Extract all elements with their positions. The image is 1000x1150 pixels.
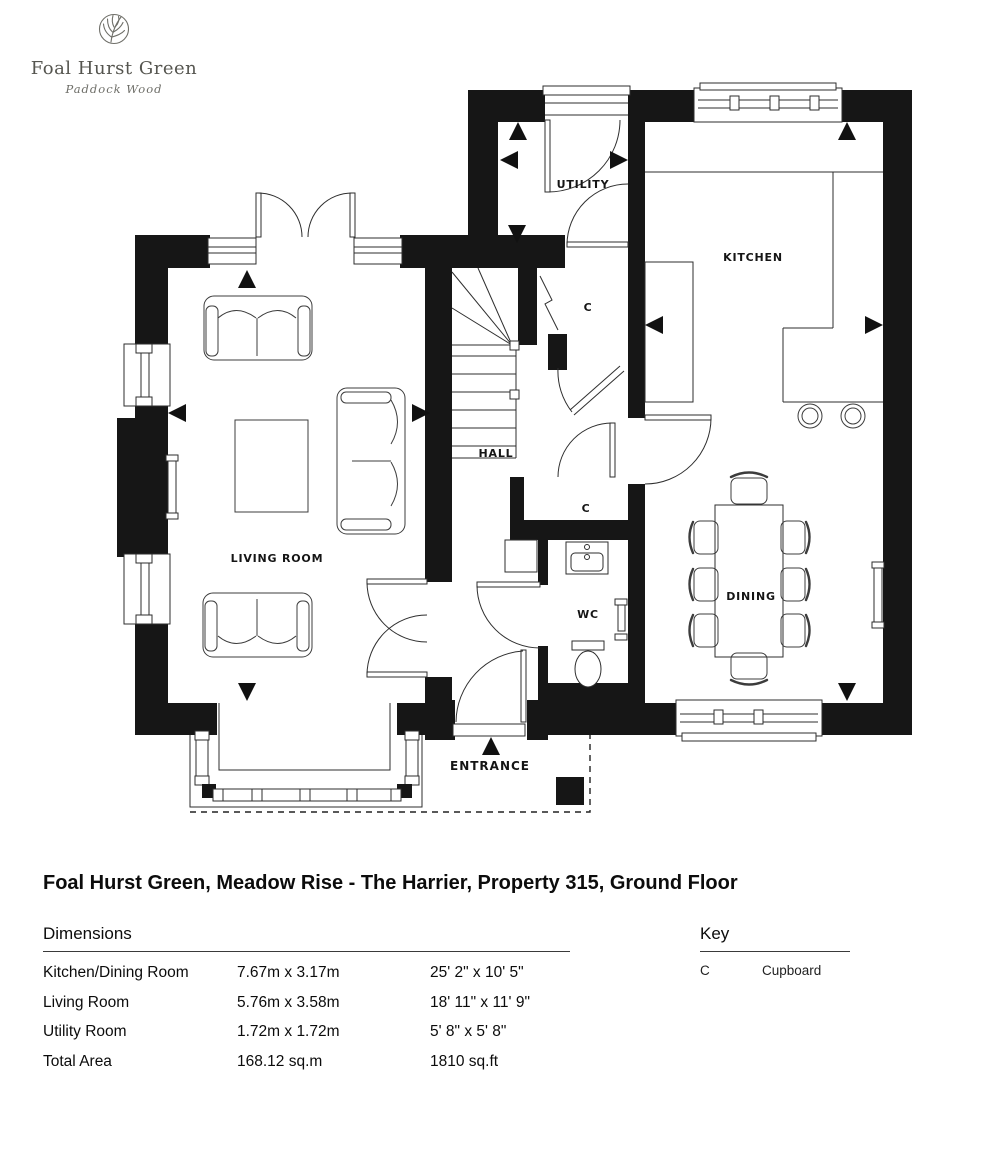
dining-label: DINING [726, 590, 776, 603]
key-symbol: C [700, 963, 710, 978]
bay-window [189, 703, 423, 808]
imperial-size: 18' 11" x 11' 9" [430, 993, 530, 1011]
coffee-table [234, 419, 309, 513]
brand-name: Foal Hurst Green [30, 58, 198, 79]
bar-stools [797, 403, 866, 429]
table-row: Kitchen/Dining Room 7.67m x 3.17m 25' 2"… [43, 958, 570, 988]
imperial-size: 25' 2" x 10' 5" [430, 964, 524, 981]
room-name: Total Area [43, 1052, 112, 1070]
room-name: Living Room [43, 993, 130, 1011]
metric-size: 5.76m x 3.58m [237, 993, 340, 1011]
sofa-bottom [202, 592, 313, 658]
wc-toilet [571, 640, 605, 688]
floorplan-drawing: UTILITY KITCHEN HALL LIVING ROOM DINING … [117, 82, 912, 813]
dining-radiator [871, 561, 885, 629]
dimensions-heading: Dimensions [43, 924, 570, 952]
walls [117, 90, 912, 805]
room-labels: UTILITY KITCHEN HALL LIVING ROOM DINING … [231, 178, 783, 773]
utility-label: UTILITY [557, 178, 610, 191]
hall-cupboard-unit [504, 539, 538, 573]
wc-radiator [614, 598, 628, 641]
brand-tagline: Paddock Wood [65, 82, 163, 96]
tree-icon [98, 13, 130, 45]
dimension-arrows [168, 122, 883, 755]
imperial-size: 5' 8" x 5' 8" [430, 1023, 507, 1041]
cupboard-label-upper: C [584, 301, 593, 314]
metric-size: 168.12 sq.m [237, 1052, 323, 1070]
key-panel: Key C Cupboard [700, 924, 850, 984]
metric-size: 7.67m x 3.17m [237, 964, 340, 981]
room-name: Kitchen/Dining Room [43, 964, 189, 981]
imperial-size: 1810 sq.ft [430, 1052, 499, 1070]
sofa-top [203, 295, 313, 361]
entrance-label: ENTRANCE [450, 759, 530, 773]
dimensions-table: Dimensions Kitchen/Dining Room 7.67m x 3… [43, 924, 570, 1076]
dining-table [714, 504, 784, 658]
room-name: Utility Room [43, 1023, 127, 1041]
page-title: Foal Hurst Green, Meadow Rise - The Harr… [43, 872, 738, 894]
table-row: Utility Room 1.72m x 1.72m 5' 8" x 5' 8" [43, 1017, 570, 1047]
table-row: Living Room 5.76m x 3.58m 18' 11" x 11' … [43, 988, 570, 1018]
table-row: Total Area 168.12 sq.m 1810 sq.ft [43, 1047, 570, 1077]
key-label: Cupboard [762, 963, 822, 978]
key-heading: Key [700, 924, 850, 952]
living-radiator [165, 454, 179, 520]
hall-label: HALL [479, 447, 514, 460]
cupboard-label-lower: C [582, 502, 591, 515]
metric-size: 1.72m x 1.72m [237, 1023, 340, 1041]
kitchen-counters [644, 171, 883, 403]
key-item: C Cupboard [700, 958, 850, 984]
overhang-outline [190, 735, 591, 813]
kitchen-label: KITCHEN [723, 251, 783, 264]
dining-chairs [688, 471, 811, 686]
stairs [451, 267, 559, 459]
doors [255, 119, 712, 723]
windows [123, 82, 843, 742]
sofa-right [336, 387, 406, 535]
brand-logo: Foal Hurst Green Paddock Wood [24, 6, 204, 96]
living-room-label: LIVING ROOM [231, 552, 324, 565]
wc-sink [565, 541, 609, 575]
wc-label: WC [577, 608, 599, 621]
